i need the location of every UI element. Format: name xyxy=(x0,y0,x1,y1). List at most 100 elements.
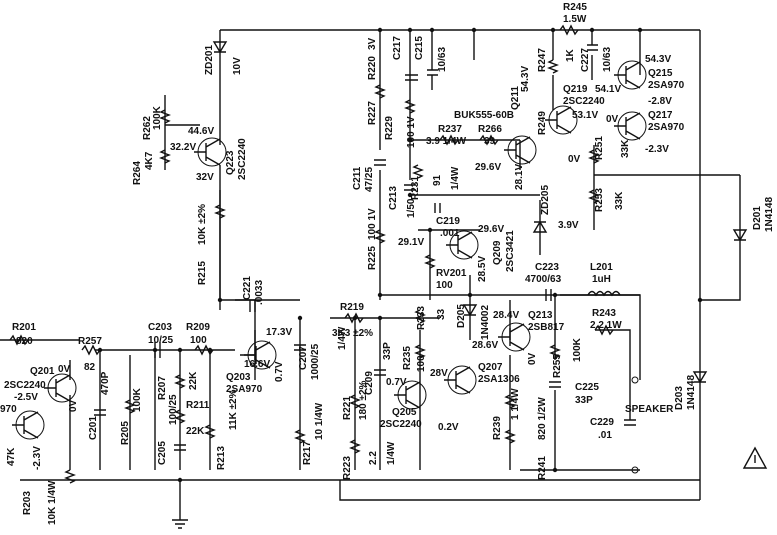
label-v0c: 0V xyxy=(527,352,538,365)
capacitor-c217 xyxy=(405,74,418,81)
label-c211-value: 47/25 xyxy=(364,167,375,192)
label-r229-value: 100 1V xyxy=(406,116,417,148)
label-r253: R253 xyxy=(594,188,605,212)
label-q209-type: 2SC3421 xyxy=(505,230,516,272)
label-c201: C201 xyxy=(88,416,99,440)
diode-d201 xyxy=(732,229,748,242)
label-r266: R266 xyxy=(478,124,502,135)
resistor-r229 xyxy=(404,99,416,114)
inductor-l201 xyxy=(587,290,621,297)
label-c211: C211 xyxy=(352,166,363,190)
label-q223: Q223 xyxy=(225,150,236,175)
label-r223-power: 1/4W xyxy=(386,441,397,465)
speaker-terminals xyxy=(631,376,639,474)
ground-symbol xyxy=(172,519,188,529)
capacitor-c211 xyxy=(374,159,386,166)
capacitor-c221 xyxy=(249,300,256,312)
label-c227: C227 xyxy=(580,48,591,72)
label-r241: R241 xyxy=(537,456,548,480)
label-r233: R233 xyxy=(416,306,427,330)
label-c217: C217 xyxy=(392,36,403,60)
transistor-q207 xyxy=(444,365,477,395)
label-r243: R243 xyxy=(592,308,616,319)
label-r213-value: 11K ±2% xyxy=(228,389,239,430)
zener-zd205 xyxy=(532,220,548,233)
label-d201: D201 xyxy=(752,206,763,230)
label-v25: -2.5V xyxy=(14,392,38,403)
resistor-r245 xyxy=(559,24,579,36)
label-r255: R255 xyxy=(552,354,563,378)
label-c229-value: .01 xyxy=(598,430,612,441)
label-q205-type: 2SC2240 xyxy=(380,419,422,430)
label-c219-value: .001 xyxy=(440,228,460,239)
label-r215-value: 10K ±2% xyxy=(197,204,208,245)
label-r233-value: 33 xyxy=(436,308,447,320)
label-v32: 32V xyxy=(196,172,214,183)
resistor-r253 xyxy=(588,189,600,204)
resistor-rv201 xyxy=(424,254,436,269)
resistor-r251 xyxy=(588,149,600,164)
label-r217: R217 xyxy=(302,441,313,465)
resistor-r247 xyxy=(547,59,559,74)
label-v0d: 0V xyxy=(58,364,71,375)
label-r225: R225 xyxy=(367,246,378,270)
label-rv201-value: 100 xyxy=(436,280,453,291)
label-r209: R209 xyxy=(186,322,210,333)
label-r249: R249 xyxy=(537,111,548,135)
capacitor-c201 xyxy=(94,409,106,416)
capacitor-c229 xyxy=(624,419,636,426)
label-v02: 0.2V xyxy=(438,422,459,433)
label-c209-value: 33P xyxy=(382,342,393,360)
label-d205-type: 1N4002 xyxy=(480,305,491,340)
label-v322: 32.2V xyxy=(170,142,196,153)
label-c201-value: 470P xyxy=(100,371,111,395)
transistor-q201 xyxy=(44,373,77,403)
label-q213-type: 2SB817 xyxy=(528,322,565,333)
label-r264: R264 xyxy=(132,161,143,185)
label-r239: R239 xyxy=(492,416,503,440)
transistor-q209 xyxy=(446,230,479,260)
label-v07b: 0.7V xyxy=(386,377,407,388)
label-r264-value: 4K7 xyxy=(144,151,155,170)
capacitor-c227 xyxy=(587,44,598,51)
diodes xyxy=(212,41,748,384)
resistor-r201 xyxy=(9,334,29,346)
label-c203-value: 10/25 xyxy=(148,335,173,346)
label-q215-type: 2SA970 xyxy=(648,80,685,91)
label-r223: R223 xyxy=(342,456,353,480)
label-q211-value: 54.3V xyxy=(520,66,531,92)
label-r229: R229 xyxy=(384,116,395,140)
label-r262: R262 xyxy=(142,116,153,140)
label-r203: R203 xyxy=(22,491,33,515)
diode-d205 xyxy=(462,304,478,317)
resistor-r221 xyxy=(349,394,361,409)
label-r207-value: 22K xyxy=(188,371,199,390)
resistors xyxy=(9,24,614,484)
label-c215: C215 xyxy=(414,36,425,60)
label-r247-value: 1K xyxy=(565,48,576,62)
label-r235: R235 xyxy=(402,346,413,370)
label-v23: -2.3V xyxy=(645,144,669,155)
label-q205: Q205 xyxy=(392,407,417,418)
label-r257-value: 82 xyxy=(84,362,96,373)
label-q207: Q207 xyxy=(478,362,503,373)
label-q203-type: 2SA970 xyxy=(226,384,263,395)
label-r201: R201 xyxy=(12,322,36,333)
transistor-q213 xyxy=(498,322,531,352)
label-v0e: 0V xyxy=(68,399,79,412)
resistor-r264 xyxy=(159,149,171,164)
label-c229: C229 xyxy=(590,417,614,428)
label-v166: 16.6V xyxy=(244,359,270,370)
label-q201: Q201 xyxy=(30,366,55,377)
label-r219: R219 xyxy=(340,302,364,313)
label-c207-value: 1000/25 xyxy=(310,343,321,380)
label-v286: 28.6V xyxy=(472,340,498,351)
label-q223-type: 2SC2240 xyxy=(237,138,248,180)
label-q207-type: 2SA1306 xyxy=(478,374,520,385)
resistor-r235 xyxy=(414,344,426,359)
label-q211-type: BUK555-60B xyxy=(454,110,514,121)
resistor-r241 xyxy=(504,429,516,444)
resistor-r237 xyxy=(439,134,459,146)
label-r221: R221 xyxy=(342,396,353,420)
